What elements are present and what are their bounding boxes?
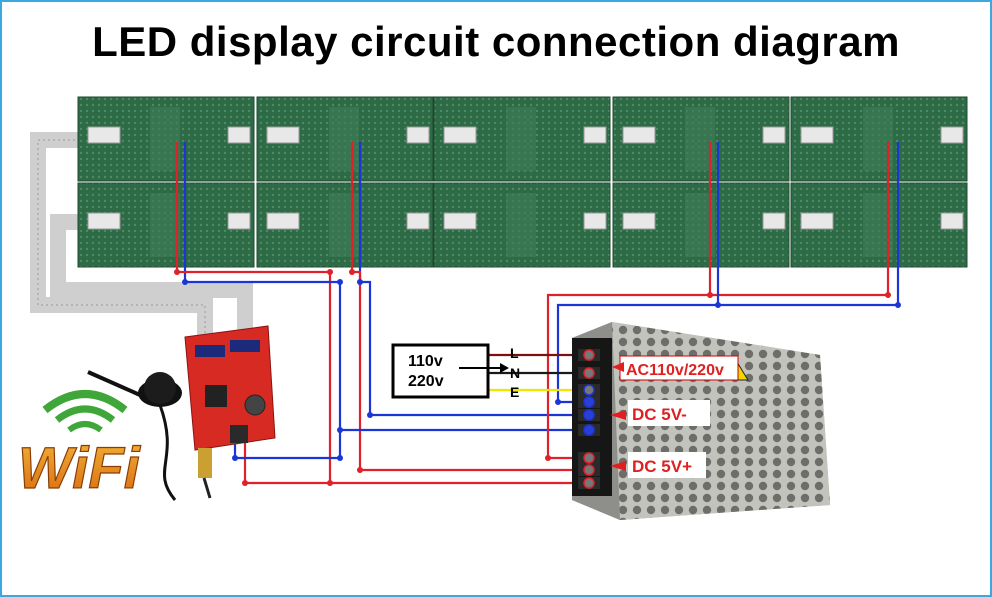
led-panel: [790, 182, 968, 268]
ribbon-socket: [406, 212, 430, 230]
positive-bus-right-b: [710, 272, 890, 297]
mains-label-220: 220v: [408, 373, 444, 390]
led-panel: [433, 96, 611, 182]
ribbon-socket: [406, 126, 430, 144]
hub-connector-2: [230, 340, 260, 352]
power-wiring: [174, 142, 901, 486]
wire-junction: [707, 292, 713, 298]
ribbon-socket: [622, 126, 656, 144]
wifi-signal-icon: [42, 390, 128, 414]
wifi-antenna: [87, 370, 182, 501]
terminal-screw: [583, 409, 595, 421]
wire-junction: [555, 399, 561, 405]
wire-junction: [357, 279, 363, 285]
wire-junction: [337, 279, 343, 285]
wire-junction: [895, 302, 901, 308]
led-panel: [77, 182, 255, 268]
ribbon-socket: [443, 212, 477, 230]
wire-junction: [232, 455, 238, 461]
ribbon-socket: [800, 126, 834, 144]
terminal-screw: [583, 367, 595, 379]
led-panel: [256, 96, 434, 182]
ribbon-socket: [443, 126, 477, 144]
led-panel: [790, 96, 968, 182]
ribbon-socket: [87, 212, 121, 230]
ribbon-socket: [940, 212, 964, 230]
wire-junction: [337, 427, 343, 433]
positive-bus-center: [352, 270, 590, 472]
terminal-screw: [583, 384, 595, 396]
wire-junction: [242, 480, 248, 486]
ribbon-cables: [30, 132, 253, 335]
terminal-screw: [583, 396, 595, 408]
power-supply: AC110v/220v DC 5V- DC 5V+: [572, 322, 830, 520]
dc-negative-label: DC 5V-: [632, 405, 687, 424]
ribbon-socket: [227, 126, 251, 144]
wire-junction: [885, 292, 891, 298]
ribbon-socket: [266, 126, 300, 144]
ribbon-socket: [940, 126, 964, 144]
mains-label-110: 110v: [408, 353, 443, 370]
terminal-letter-e: E: [510, 384, 519, 400]
wire-junction: [545, 455, 551, 461]
led-controller-card: [184, 325, 276, 499]
negative-bus-right-a: [556, 282, 720, 404]
ribbon-socket: [762, 126, 786, 144]
wifi-logo: WiFi: [17, 390, 142, 502]
terminal-screw: [583, 424, 595, 436]
negative-bus-right-b: [718, 282, 900, 307]
ribbon-socket: [87, 126, 121, 144]
mains-input: 110v 220v L N E: [391, 343, 520, 400]
positive-bus-right-a: [546, 272, 712, 460]
terminal-letter-n: N: [510, 365, 520, 381]
wire-junction: [182, 279, 188, 285]
wire-junction: [367, 412, 373, 418]
led-panel: [612, 182, 790, 268]
ribbon-socket: [583, 212, 607, 230]
led-panel-array: [77, 96, 968, 268]
wire-junction: [357, 467, 363, 473]
terminal-screw: [583, 464, 595, 476]
antenna-connector: [198, 448, 212, 478]
wire-junction: [327, 269, 333, 275]
hub-connector-1: [195, 345, 225, 357]
ac-input-label: AC110v/220v: [626, 362, 724, 379]
terminal-screw: [583, 349, 595, 361]
wire-junction: [327, 480, 333, 486]
led-panel: [433, 182, 611, 268]
ribbon-socket: [800, 212, 834, 230]
ribbon-socket: [762, 212, 786, 230]
diagram-title: LED display circuit connection diagram: [92, 18, 900, 65]
negative-bus-center: [360, 280, 590, 417]
terminal-screw: [583, 452, 595, 464]
dc-positive-label: DC 5V+: [632, 457, 692, 476]
terminal-letter-l: L: [510, 345, 519, 361]
terminal-screw: [583, 477, 595, 489]
wire-junction: [174, 269, 180, 275]
psu-terminal-block: [578, 349, 600, 489]
wire-junction: [349, 269, 355, 275]
wire-junction: [715, 302, 721, 308]
wire-junction: [337, 455, 343, 461]
led-panel: [612, 96, 790, 182]
led-panel: [256, 182, 434, 268]
ribbon-socket: [266, 212, 300, 230]
ribbon-socket: [583, 126, 607, 144]
ribbon-socket: [227, 212, 251, 230]
led-panel: [77, 96, 255, 182]
ribbon-socket: [622, 212, 656, 230]
wifi-logo-text: WiFi: [18, 436, 142, 501]
